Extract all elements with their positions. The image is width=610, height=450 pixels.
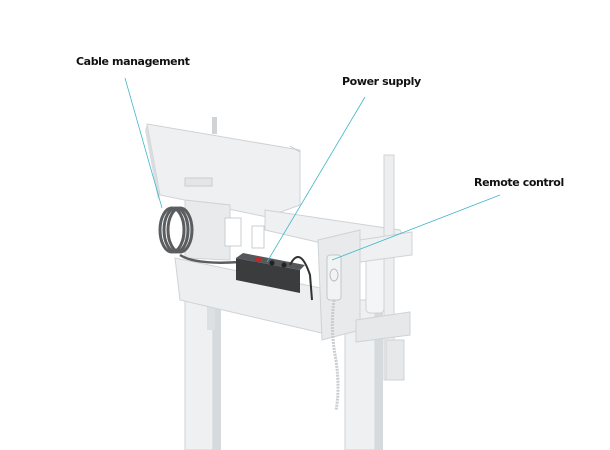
label-cable-management: Cable management (76, 55, 190, 68)
leader-line-power-supply (266, 96, 366, 263)
leader-lines (124, 77, 501, 263)
remote-control (326, 254, 342, 411)
top-shelf (145, 117, 301, 218)
cable-coil (158, 206, 241, 264)
power-strip (236, 253, 313, 301)
leader-line-cable-management (124, 77, 163, 209)
label-remote-control: Remote control (474, 176, 564, 189)
label-power-supply: Power supply (342, 75, 421, 88)
leader-line-remote-control (331, 194, 501, 261)
